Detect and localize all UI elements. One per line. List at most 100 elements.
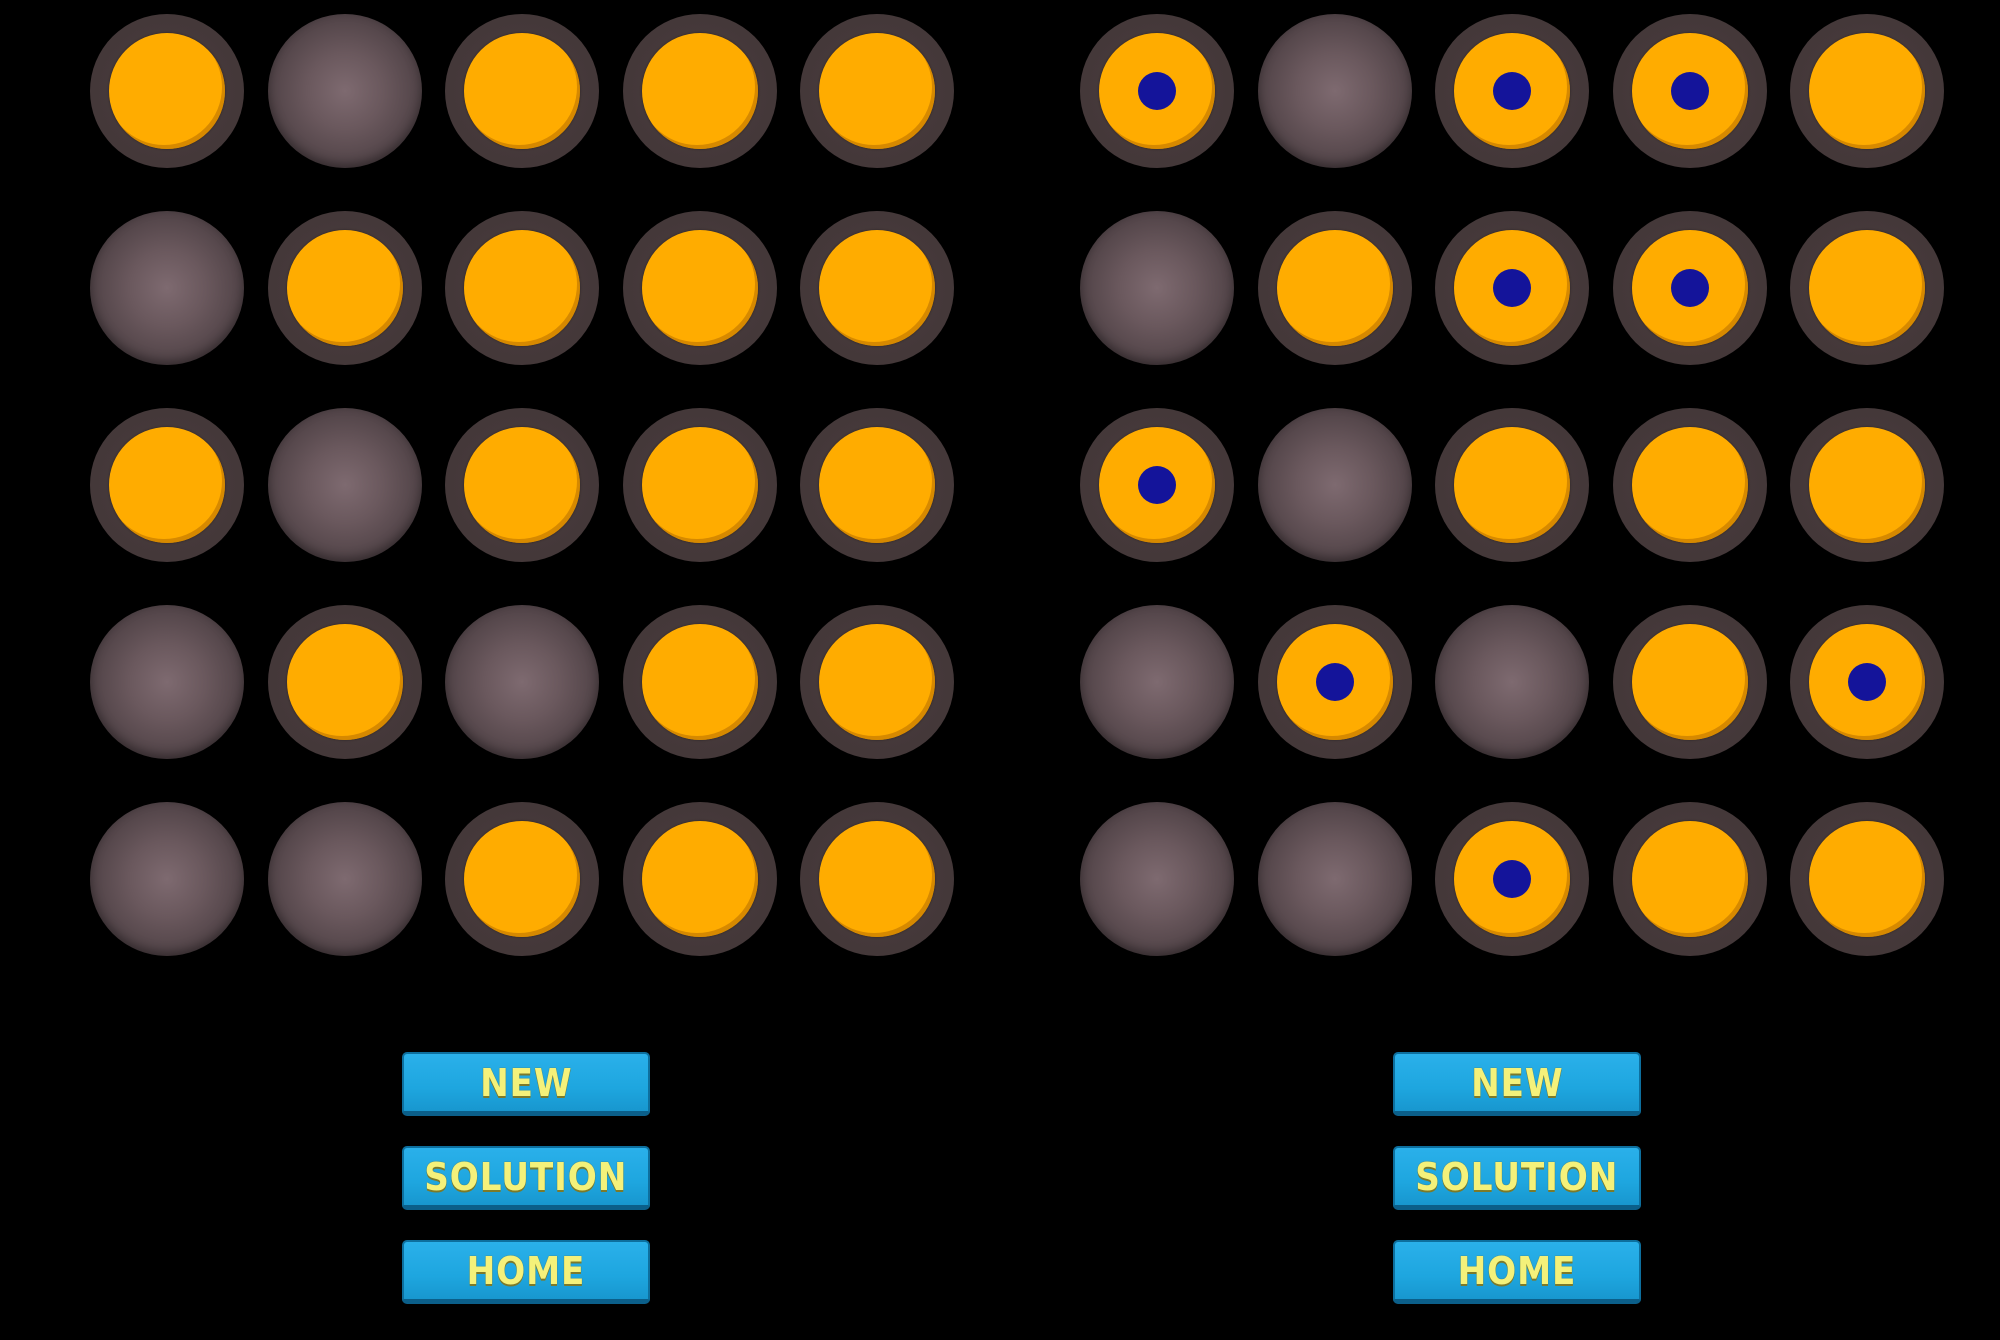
lamp-light (1631, 821, 1748, 937)
new-game-button[interactable]: NEW (1393, 1052, 1641, 1116)
solution-label: SOLUTION (1415, 1154, 1619, 1199)
new-game-label: NEW (479, 1060, 573, 1105)
lamp-on[interactable] (445, 802, 599, 956)
lamp-on[interactable] (445, 408, 599, 562)
hint-dot-icon (1493, 72, 1531, 110)
lamp-on[interactable] (1790, 605, 1944, 759)
home-label: HOME (466, 1248, 586, 1293)
lamp-on[interactable] (1790, 408, 1944, 562)
solution-button[interactable]: SOLUTION (402, 1146, 650, 1210)
lamp-on[interactable] (1435, 211, 1589, 365)
hint-dot-icon (1670, 269, 1709, 307)
lamp-on[interactable] (622, 14, 777, 168)
lamp-off[interactable] (1435, 605, 1589, 759)
lamp-on[interactable] (445, 14, 599, 168)
lamp-on[interactable] (90, 408, 244, 562)
controls-left: NEW SOLUTION HOME (402, 1052, 650, 1304)
lamp-on[interactable] (1080, 14, 1234, 168)
lamp-on[interactable] (267, 211, 422, 365)
lamp-on[interactable] (1435, 14, 1589, 168)
solution-button[interactable]: SOLUTION (1393, 1146, 1641, 1210)
new-game-label: NEW (1470, 1060, 1564, 1105)
lamp-light (641, 624, 758, 740)
lamp-off[interactable] (1080, 211, 1234, 365)
lamp-light (464, 33, 580, 149)
lamp-light (819, 821, 935, 937)
lamp-on[interactable] (1080, 408, 1234, 562)
lamp-light (641, 821, 758, 937)
lamp-light (641, 427, 758, 543)
home-button[interactable]: HOME (1393, 1240, 1641, 1304)
lamp-on[interactable] (1435, 802, 1589, 956)
lamp-off[interactable] (267, 408, 422, 562)
board-right (1080, 14, 1944, 956)
lamp-on[interactable] (267, 605, 422, 759)
lamp-off[interactable] (267, 14, 422, 168)
lamp-light (1809, 624, 1925, 740)
lamp-off[interactable] (1257, 408, 1412, 562)
lamp-light (1809, 230, 1925, 346)
board-left (90, 14, 954, 956)
lamp-off[interactable] (1257, 802, 1412, 956)
lamp-on[interactable] (800, 211, 954, 365)
lamp-light (819, 230, 935, 346)
lamp-light (1809, 821, 1925, 937)
lamp-on[interactable] (622, 211, 777, 365)
lamp-light (1099, 33, 1215, 149)
lamp-on[interactable] (1612, 211, 1767, 365)
controls-right: NEW SOLUTION HOME (1393, 1052, 1641, 1304)
lamp-on[interactable] (800, 408, 954, 562)
lamp-on[interactable] (1790, 14, 1944, 168)
lamp-off[interactable] (90, 802, 244, 956)
lamp-light (464, 821, 580, 937)
lamp-on[interactable] (1612, 605, 1767, 759)
lamp-on[interactable] (1790, 211, 1944, 365)
new-game-button[interactable]: NEW (402, 1052, 650, 1116)
lamp-off[interactable] (1080, 605, 1234, 759)
hint-dot-icon (1138, 72, 1176, 110)
lamp-off[interactable] (90, 211, 244, 365)
lamp-light (1631, 230, 1748, 346)
lamp-on[interactable] (1612, 14, 1767, 168)
lamp-light (819, 33, 935, 149)
lamp-on[interactable] (622, 802, 777, 956)
lamp-light (1454, 427, 1570, 543)
lamp-light (1454, 230, 1570, 346)
hint-dot-icon (1670, 72, 1709, 110)
lamp-on[interactable] (1790, 802, 1944, 956)
lamp-light (1099, 427, 1215, 543)
lamp-light (1631, 33, 1748, 149)
lamp-on[interactable] (1612, 408, 1767, 562)
lamp-on[interactable] (90, 14, 244, 168)
lamp-on[interactable] (622, 605, 777, 759)
lamp-off[interactable] (1257, 14, 1412, 168)
lamp-on[interactable] (800, 605, 954, 759)
lamp-on[interactable] (800, 14, 954, 168)
hint-dot-icon (1315, 663, 1354, 701)
hint-dot-icon (1848, 663, 1886, 701)
hint-dot-icon (1493, 860, 1531, 898)
lamp-light (1809, 427, 1925, 543)
solution-label: SOLUTION (424, 1154, 628, 1199)
lamp-on[interactable] (800, 802, 954, 956)
lamp-on[interactable] (1257, 211, 1412, 365)
lamp-light (641, 33, 758, 149)
lamp-on[interactable] (445, 211, 599, 365)
lamp-on[interactable] (1435, 408, 1589, 562)
lamp-light (1454, 821, 1570, 937)
lamp-on[interactable] (1612, 802, 1767, 956)
lamp-light (1276, 624, 1393, 740)
lamp-off[interactable] (445, 605, 599, 759)
lamp-light (1631, 624, 1748, 740)
hint-dot-icon (1138, 466, 1176, 504)
lamp-light (819, 624, 935, 740)
lamp-light (819, 427, 935, 543)
hint-dot-icon (1493, 269, 1531, 307)
lamp-on[interactable] (622, 408, 777, 562)
lamp-off[interactable] (90, 605, 244, 759)
lamp-off[interactable] (267, 802, 422, 956)
lamp-off[interactable] (1080, 802, 1234, 956)
home-button[interactable]: HOME (402, 1240, 650, 1304)
lamp-on[interactable] (1257, 605, 1412, 759)
lamp-light (1631, 427, 1748, 543)
